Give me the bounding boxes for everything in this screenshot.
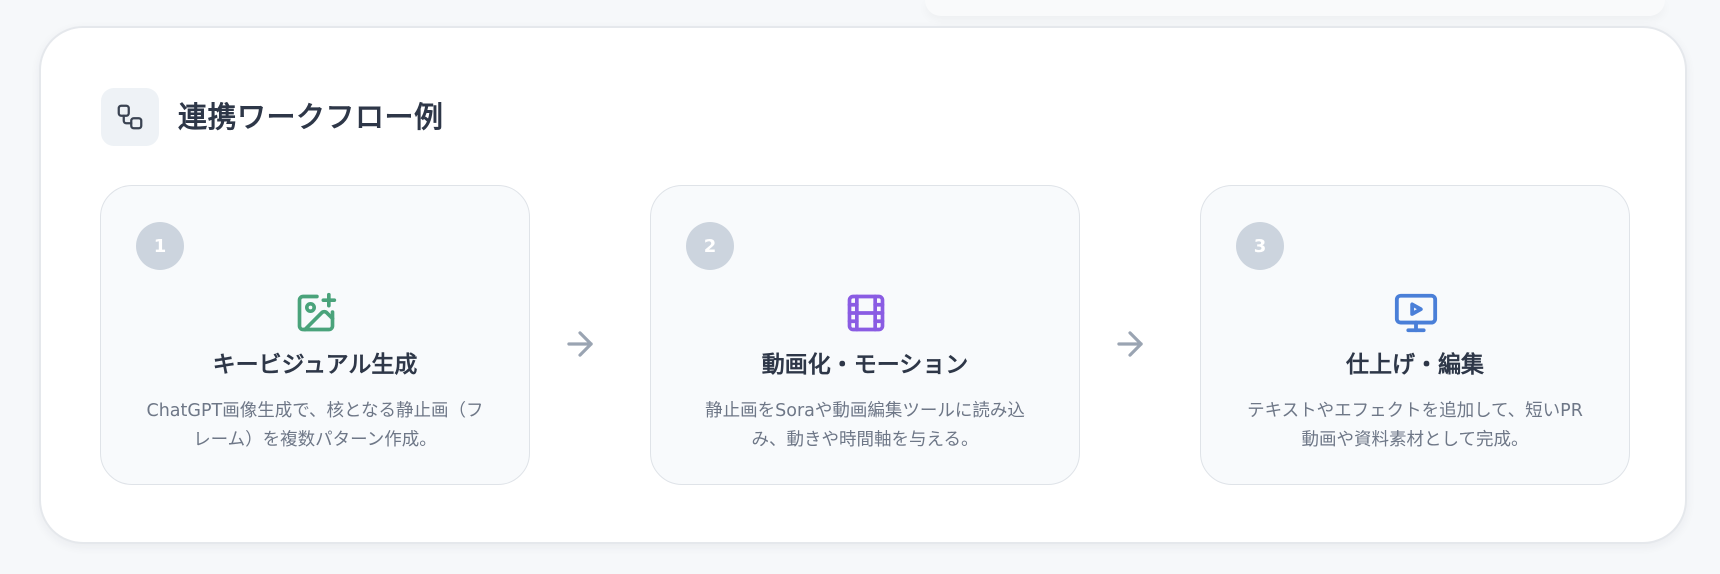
step-title: キービジュアル生成 (212, 352, 418, 378)
monitor-play-icon (1393, 290, 1439, 336)
arrow-right-icon (1110, 324, 1150, 364)
step-number-badge: 3 (1236, 222, 1284, 270)
workflow-step-3: 3 仕上げ・編集 テキストやエフェクトを追加して、短いPR動画や資料素材として完… (1200, 185, 1630, 485)
step-description: 静止画をSoraや動画編集ツールに読み込み、動きや時間軸を与える。 (705, 401, 1025, 450)
section-title: 連携ワークフロー例 (178, 100, 444, 134)
step-title: 動画化・モーション (761, 352, 969, 378)
workflow-step-1: 1 キービジュアル生成 ChatGPT画像生成で、核となる静止画（フレーム）を複… (100, 185, 530, 485)
background-panel-edge (925, 0, 1665, 16)
arrow-right-icon (560, 324, 600, 364)
image-plus-icon (293, 290, 339, 336)
step-description: ChatGPT画像生成で、核となる静止画（フレーム）を複数パターン作成。 (146, 401, 484, 450)
film-icon (843, 290, 889, 336)
workflow-icon (101, 88, 159, 146)
step-number-badge: 2 (686, 222, 734, 270)
step-number-badge: 1 (136, 222, 184, 270)
workflow-step-2: 2 動画化・モーション 静止画をSoraや動画編集ツールに読み込み、動きや時間軸… (650, 185, 1080, 485)
workflow-card: 連携ワークフロー例 1 キービジュアル生成 ChatGPT画像生成で、核となる静… (39, 26, 1687, 544)
step-description: テキストやエフェクトを追加して、短いPR動画や資料素材として完成。 (1247, 401, 1583, 450)
step-title: 仕上げ・編集 (1346, 352, 1484, 378)
